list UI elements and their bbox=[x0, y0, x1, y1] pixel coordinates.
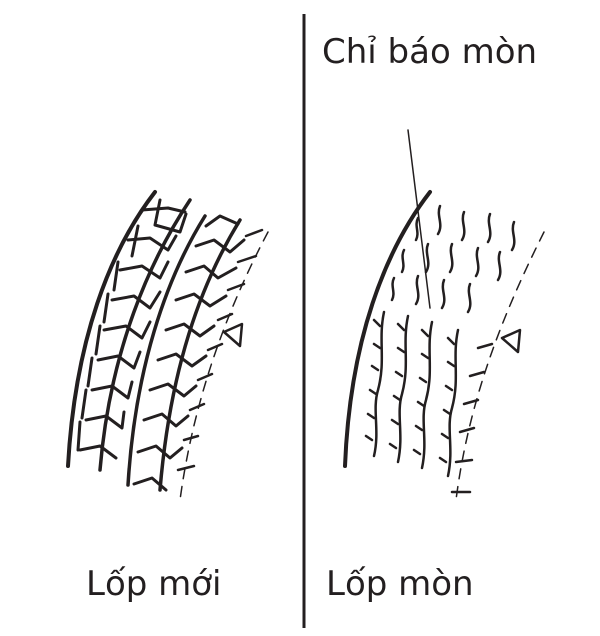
new-tire-rib1-blocks bbox=[76, 198, 188, 460]
new-tire-rib1-inner bbox=[98, 198, 192, 472]
new-tire-label: Lốp mới bbox=[86, 564, 222, 604]
worn-tire-label: Lốp mòn bbox=[326, 564, 474, 604]
new-tire-inner-sipes bbox=[176, 228, 264, 472]
worn-tire-wear-indicator-mark bbox=[500, 328, 522, 354]
wear-indicator-label: Chỉ báo mòn bbox=[322, 32, 538, 72]
new-tire-rib2-inner bbox=[158, 218, 242, 492]
new-tire-outer-edge bbox=[66, 190, 157, 468]
worn-tire-lower-sipes bbox=[364, 310, 494, 494]
new-tire-rib2-blocks bbox=[132, 214, 246, 492]
worn-tire-center-line bbox=[455, 231, 545, 501]
wear-indicator-pointer bbox=[407, 129, 431, 309]
worn-tire-outer-edge bbox=[343, 190, 432, 468]
new-tire-wear-indicator-mark bbox=[222, 322, 244, 348]
new-tire-rib2-outer bbox=[126, 214, 207, 487]
worn-tire-tread bbox=[343, 129, 545, 501]
worn-tire-upper-sipes bbox=[390, 204, 516, 314]
new-tire-tread bbox=[66, 190, 269, 501]
new-tire-center-line bbox=[179, 231, 269, 501]
